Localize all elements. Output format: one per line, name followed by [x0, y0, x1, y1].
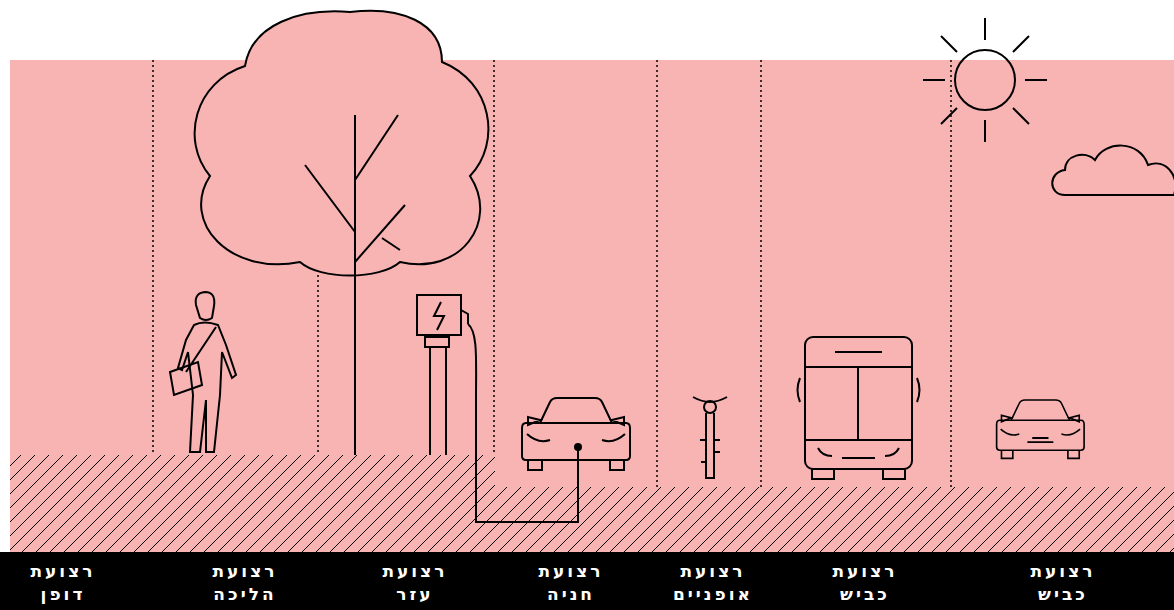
- car-outline: [997, 400, 1084, 458]
- bus-wheels: [812, 469, 905, 479]
- strip-label: רצועת כביש: [1003, 560, 1123, 606]
- label-band: [0, 552, 1174, 610]
- bus: [798, 337, 920, 479]
- person-head: [196, 292, 215, 320]
- strip-label: רצועת אופניים: [653, 560, 773, 606]
- car-grille: [1027, 438, 1053, 442]
- bus-mirrors: [798, 378, 920, 402]
- bicycle-wheel: [706, 413, 714, 478]
- charger-plug: [461, 310, 468, 324]
- bicycle: [693, 397, 727, 478]
- parked-car: [522, 398, 630, 470]
- strip-label: רצועת הליכה: [185, 560, 305, 606]
- bicycle-light: [704, 401, 716, 413]
- divider-line: [656, 60, 658, 552]
- sun-rays: [923, 18, 1047, 142]
- road-car: [997, 400, 1084, 458]
- ground-fill: [10, 455, 1174, 552]
- divider-line: [760, 60, 762, 552]
- strip-label: רצועת כביש: [805, 560, 925, 606]
- strip-label: רצועת דופן: [3, 560, 123, 606]
- cloud: [1052, 146, 1174, 195]
- divider-line: [950, 60, 952, 552]
- tree-trunk: [305, 115, 405, 455]
- lightning-symbol: [434, 302, 444, 330]
- background-band: [10, 60, 1174, 552]
- charging-station: [417, 295, 578, 522]
- bicycle-pedals: [700, 440, 720, 462]
- person-bag: [170, 327, 216, 395]
- bus-body: [805, 337, 912, 469]
- bus-lights: [818, 448, 899, 458]
- sun: [923, 18, 1047, 142]
- charger-box: [417, 295, 461, 335]
- charger-base: [425, 337, 449, 347]
- tree: [195, 11, 489, 455]
- pedestrian: [170, 292, 236, 452]
- bus-windows: [805, 352, 912, 440]
- strip-label: רצועת חניה: [511, 560, 631, 606]
- ground-hatch: [10, 455, 1174, 552]
- charging-port: [574, 443, 582, 451]
- strip-label: רצועת עזר: [355, 560, 475, 606]
- tree-crown: [195, 11, 489, 276]
- sun-disc: [955, 50, 1015, 110]
- charger-post: [430, 347, 446, 455]
